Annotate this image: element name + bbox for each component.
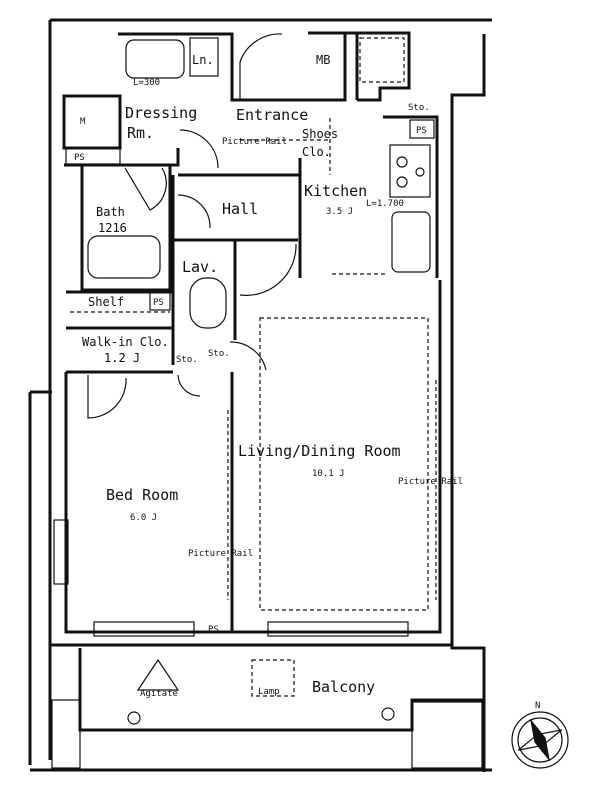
column-bottom-right (411, 701, 483, 769)
stove-burner-1 (396, 156, 408, 168)
picture-rail-label-bedroom: Picture Rail (188, 549, 253, 559)
dressing-label-2: Rm. (127, 124, 154, 142)
bedroom-label: Bed Room (106, 486, 178, 504)
walkin-label: Walk-in Clo. (82, 335, 169, 349)
wall-dressing-left (62, 94, 122, 150)
ps-label-shelf: PS (153, 298, 164, 308)
right-outer-wall (450, 34, 486, 772)
balcony-drain-right (381, 707, 395, 721)
bath-door (124, 167, 167, 211)
ldr-label: Living/Dining Room (238, 442, 401, 460)
lav-label: Lav. (182, 258, 218, 276)
column-bottom-left (51, 699, 81, 769)
meter-box (359, 37, 405, 83)
lamp-unit-label: Lamp (258, 687, 280, 697)
sto-label-kitchen: Sto. (408, 103, 430, 113)
kitchen-label: Kitchen (304, 182, 367, 200)
mb-label: MB (316, 53, 330, 67)
balcony-drain-left (127, 711, 141, 725)
compass-icon (511, 711, 569, 769)
wall-meter (357, 31, 411, 102)
sto-label-living: Sto. (208, 349, 230, 359)
bathtub (87, 235, 161, 279)
wall-dressing-bottom (64, 148, 180, 167)
kitchen-size-label: 3.5 J (326, 207, 353, 217)
shoes-closet-line (240, 118, 331, 175)
storage-door (229, 341, 267, 371)
bedroom-size-label: 6.0 J (130, 513, 157, 523)
bath-label: Bath (96, 205, 125, 219)
m-label: M (80, 117, 86, 127)
ps-box-left (65, 147, 121, 165)
ps-label-left: PS (74, 153, 85, 163)
shoes-label-1: Shoes (302, 127, 338, 141)
walkin-door (177, 374, 201, 397)
toilet-top (125, 39, 185, 79)
wall-bath (80, 166, 172, 292)
wall-bedroom (64, 372, 234, 634)
wall-top-left (118, 32, 347, 102)
left-outer-step (28, 390, 52, 765)
picture-rail-label-top: Picture Rail (222, 137, 287, 147)
living-zone (259, 317, 429, 611)
bedroom-door (87, 375, 127, 419)
living-window (267, 621, 409, 637)
sto-label-hall: Sto. (176, 355, 198, 365)
top-dim-label: L=300 (133, 78, 160, 88)
outer-wall (30, 18, 492, 772)
entrance-door (239, 33, 283, 100)
kitchen-stove (389, 144, 431, 198)
lamp-unit-icon (251, 659, 295, 697)
picture-rail-label-right: Picture Rail (398, 477, 463, 487)
compass-n-label: N (535, 701, 540, 711)
shelf-label: Shelf (88, 295, 124, 309)
bath-size-label: 1216 (98, 221, 127, 235)
walkin-size-label: 1.2 J (104, 351, 140, 365)
lav-toilet (189, 277, 227, 329)
living-door (239, 243, 297, 296)
bedroom-window (93, 621, 195, 637)
stove-burner-2 (396, 176, 408, 188)
wall-kitchen-right (383, 115, 439, 278)
ldr-size-label: 10.1 J (312, 469, 345, 479)
ps-label-window: PS (208, 625, 219, 635)
stove-burner-3 (415, 167, 425, 177)
wall-walkin (66, 326, 173, 374)
shoes-label-2: Clo. (302, 145, 331, 159)
kitchen-dim-label: L=1.700 (366, 199, 404, 209)
ac-unit-icon (136, 658, 180, 691)
ac-unit-label: Agitate (140, 689, 178, 699)
ps-box-shelf (149, 291, 171, 311)
ln-cabinet (189, 37, 219, 77)
entrance-label: Entrance (236, 106, 308, 124)
dressing-label-1: Dressing (125, 104, 197, 122)
hall-label: Hall (222, 200, 258, 218)
dressing-door (179, 129, 219, 169)
kitchen-sink (391, 211, 431, 273)
bedroom-side-window (53, 519, 69, 585)
balcony-label: Balcony (312, 678, 375, 696)
ps-box-right (409, 119, 435, 139)
ps-label-kitchen: PS (416, 126, 427, 136)
hall-door (177, 194, 211, 229)
wall-living-bottom (232, 280, 442, 634)
ln-label: Ln. (192, 53, 214, 67)
